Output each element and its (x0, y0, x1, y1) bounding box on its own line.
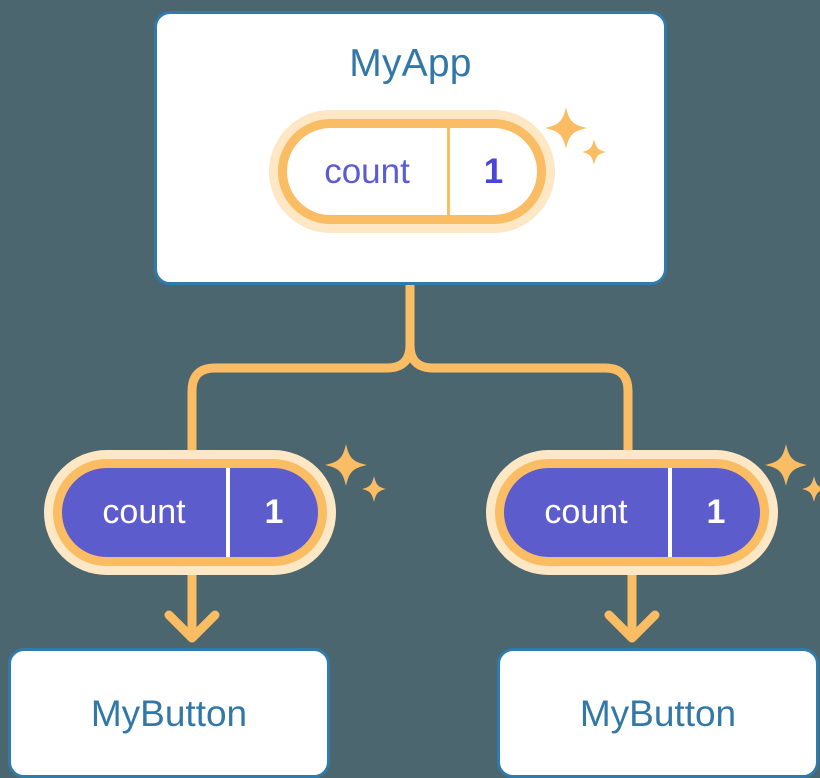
component-title: MyButton (579, 692, 737, 734)
connector-right-branch (405, 280, 633, 455)
component-title: MyButton (90, 692, 248, 734)
state-pill-mybutton-left[interactable]: count 1 (44, 450, 336, 575)
state-key-label: count (544, 493, 628, 531)
arrow-down-icon-right (604, 610, 660, 643)
page-title: MyApp (349, 42, 472, 85)
state-pill-body: count 1 (278, 119, 546, 224)
state-pill-body: count 1 (495, 459, 769, 566)
state-key-label: count (102, 493, 186, 531)
connector-left-branch (187, 280, 415, 455)
state-value-label: 1 (668, 468, 760, 557)
component-card-mybutton-right[interactable]: MyButton (497, 648, 819, 778)
arrow-down-icon-left (164, 610, 220, 643)
state-pill-mybutton-right[interactable]: count 1 (486, 450, 778, 575)
sparkle-small-icon (802, 476, 820, 502)
state-key-label: count (324, 151, 410, 191)
state-pill-halo: count 1 (269, 110, 555, 233)
state-pill-body: count 1 (53, 459, 327, 566)
state-pill-myapp[interactable]: count 1 (269, 110, 555, 233)
state-pill-halo: count 1 (44, 450, 336, 575)
sparkle-small-icon (362, 476, 386, 502)
state-value-label: 1 (226, 468, 318, 557)
component-card-mybutton-left[interactable]: MyButton (8, 648, 330, 778)
state-value-label: 1 (447, 128, 537, 215)
state-pill-halo: count 1 (486, 450, 778, 575)
